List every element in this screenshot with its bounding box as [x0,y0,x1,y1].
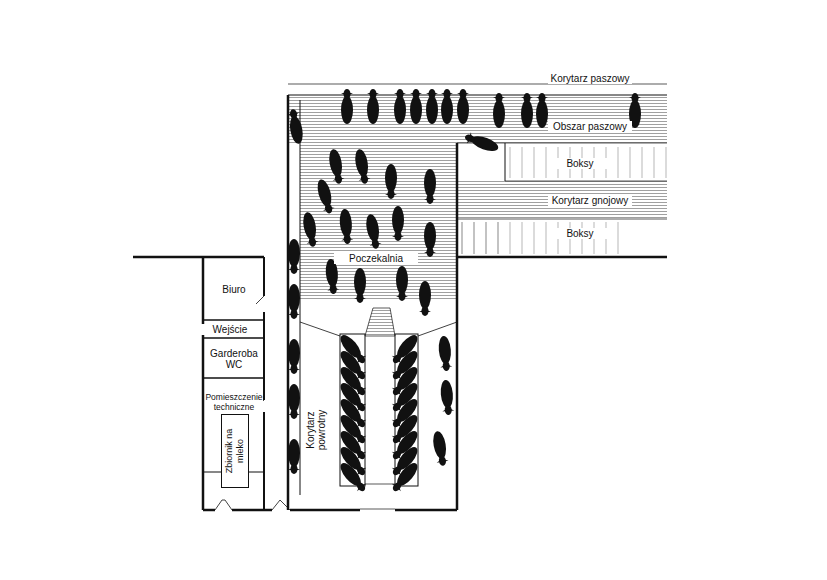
stall-dividers [462,147,666,254]
room-box: Biuro [205,259,263,319]
walls [133,84,667,510]
room-name: Zbiornik na mleko [224,420,246,482]
room-box: Garderoba WC [205,340,263,377]
room-name: Biuro [222,284,245,295]
hatched-floors [289,95,667,300]
area-label: Poczekalnia [334,253,418,264]
room-name: Garderoba WC [205,348,263,370]
area-label: Korytarz gnojowy [548,195,632,206]
area-label: Boksy [548,158,612,169]
tank-box: Zbiornik na mleko [221,414,249,488]
cows [287,89,641,494]
area-label: Obszar paszowy [548,121,632,132]
area-label: Korytarz powrotny [305,393,327,467]
room-box: Pomieszczenie techniczneZbiornik na mlek… [205,380,263,471]
area-label: Korytarz paszowy [548,73,632,84]
area-label: Wejście [198,324,262,335]
room-name: Pomieszczenie techniczne [205,392,263,412]
area-label: Boksy [548,228,612,239]
